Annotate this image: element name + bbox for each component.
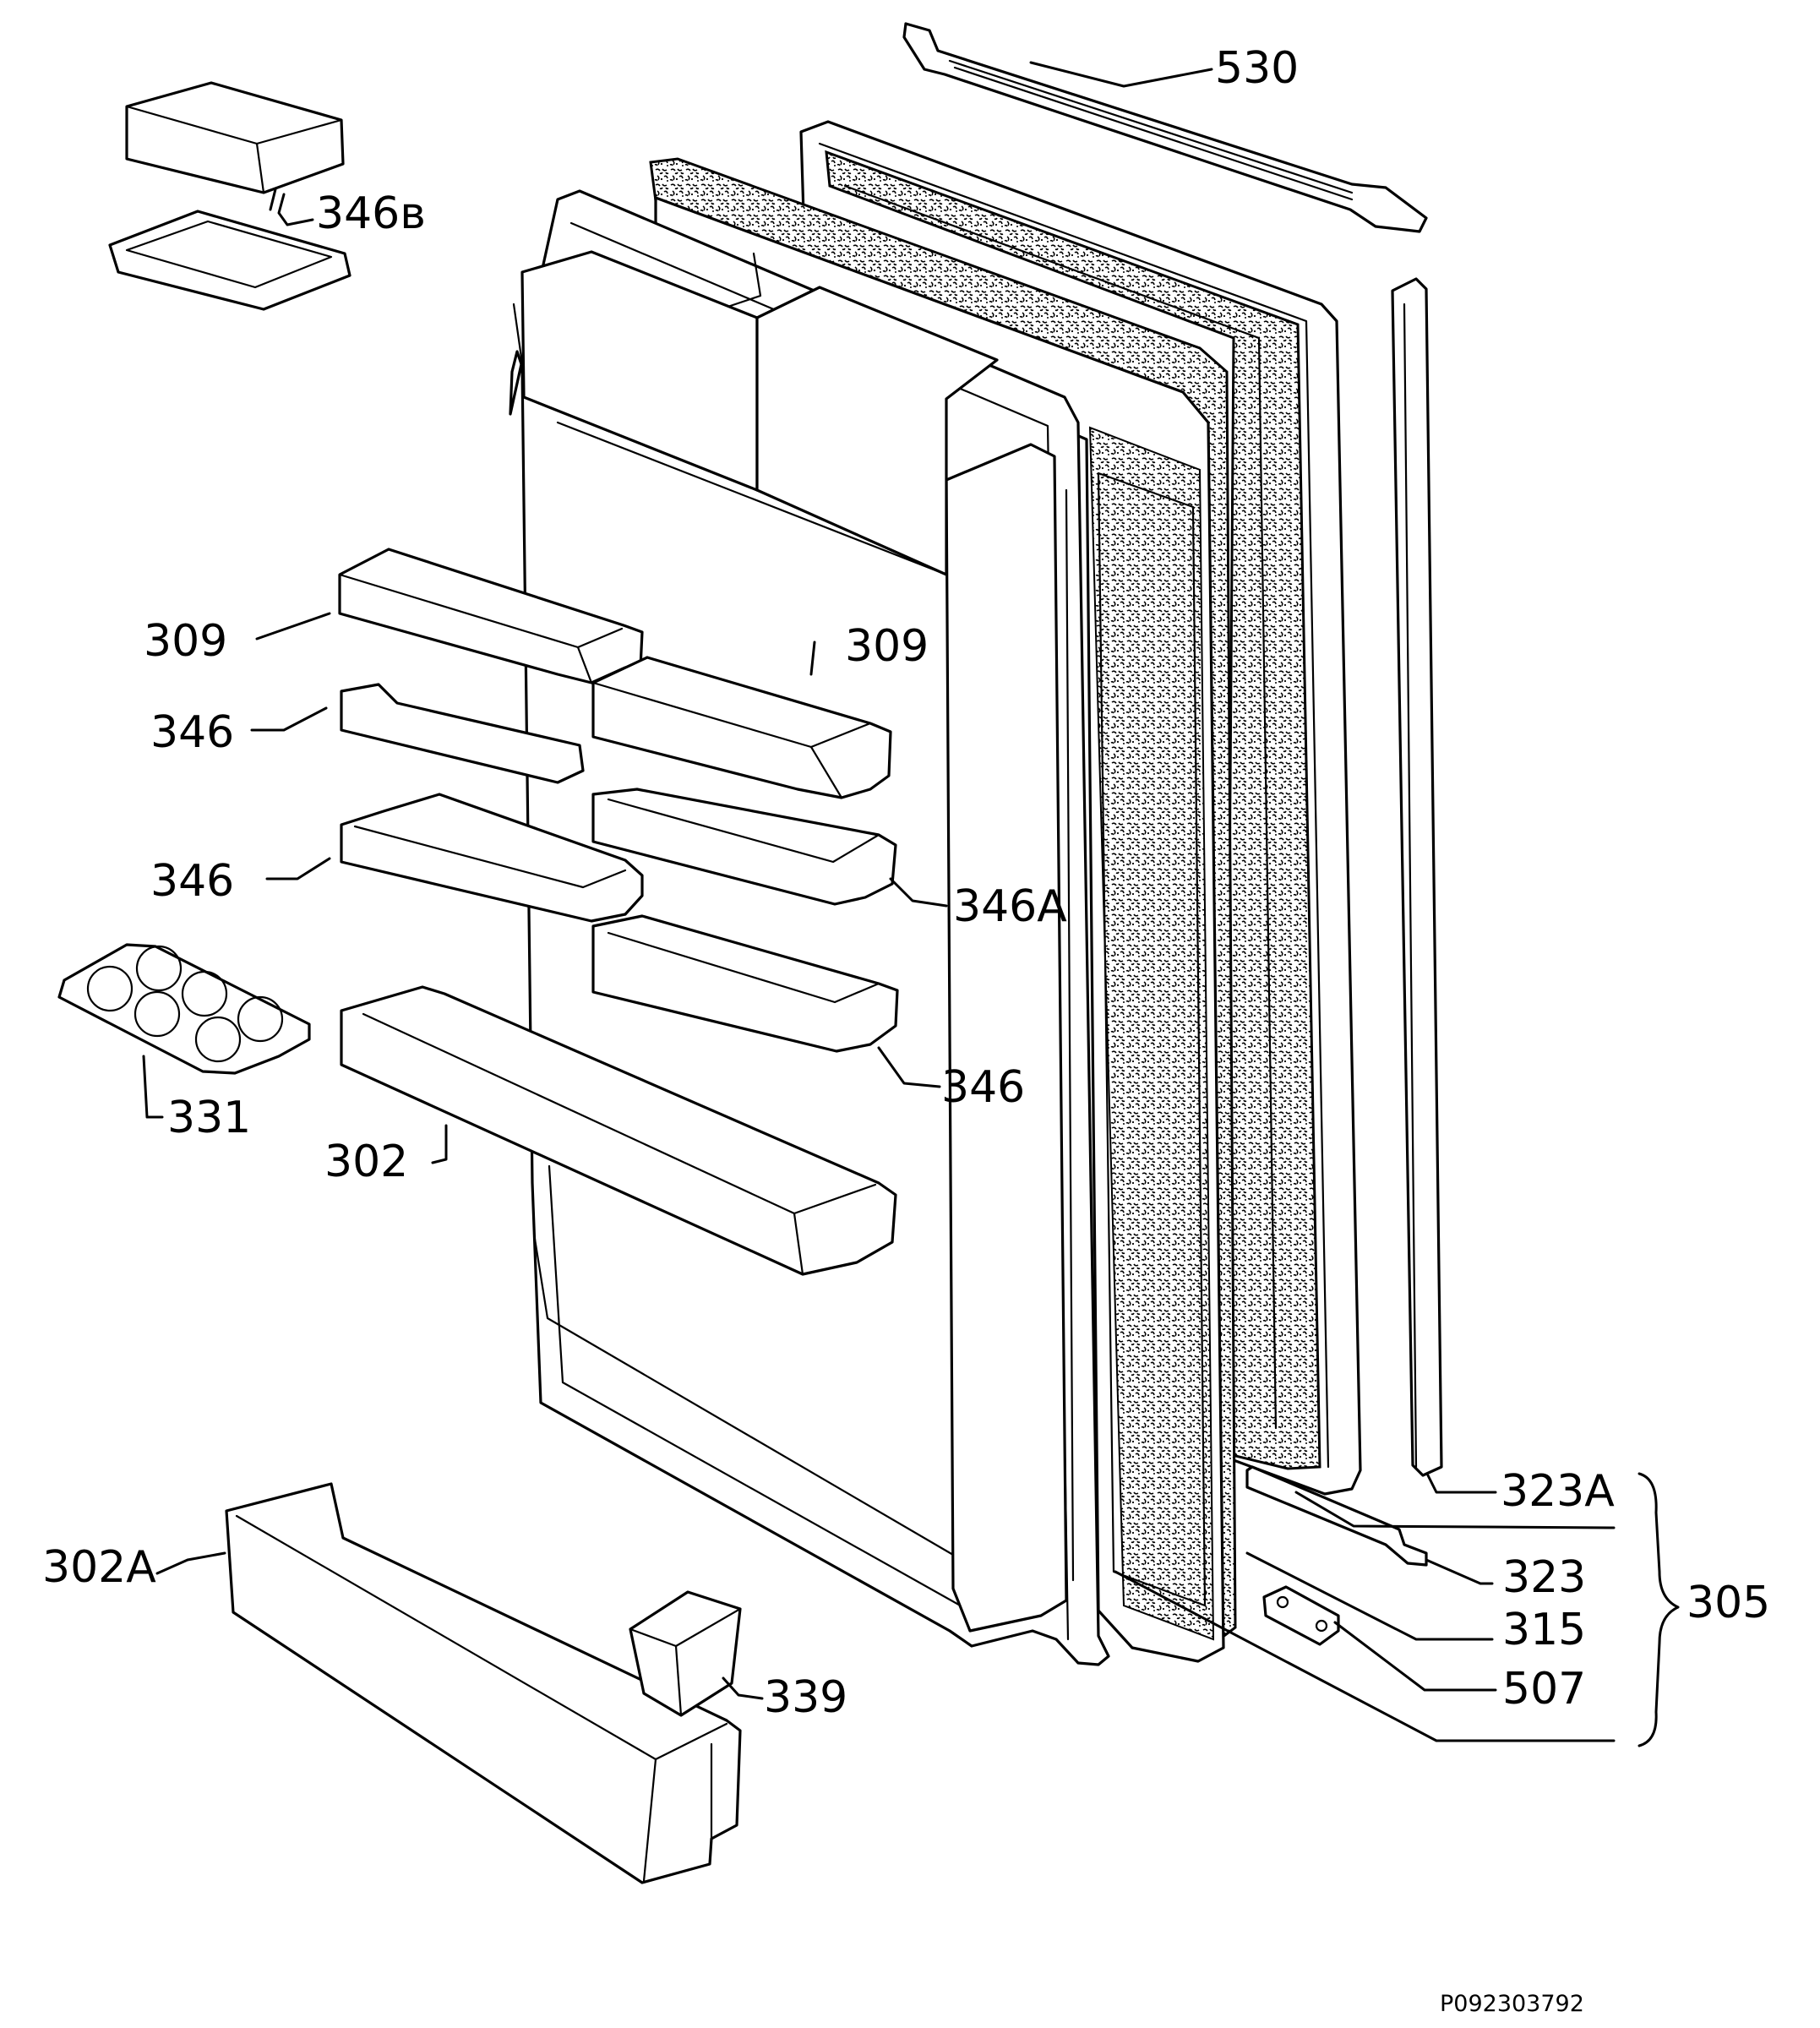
inner-door-panel [509,189,1110,1666]
callout-323: 323 [1502,1552,1586,1603]
bottle-shelf-302a [225,1482,742,1884]
callout-302a: 302A [42,1542,156,1593]
bottle-box-309-right [591,656,892,799]
callout-302: 302 [324,1137,408,1187]
callout-530: 530 [1215,43,1299,94]
top-strip-530 [902,22,1428,233]
callout-346a: 346A [953,881,1067,932]
butter-box-346b [108,81,351,311]
door-shelf-346-upper [340,683,585,784]
callout-323a: 323A [1501,1466,1615,1517]
callout-309-left: 309 [144,616,227,667]
clip-339 [629,1590,742,1717]
egg-tray-331 [57,943,311,1075]
door-shelf-346-lower [591,914,899,1053]
hinge-block-507 [1262,1585,1340,1646]
bottle-shelf-302 [340,985,897,1276]
callout-305: 305 [1686,1578,1770,1628]
callout-339: 339 [764,1672,847,1723]
door-shelf-346a [591,788,897,906]
upper-shelf [520,250,999,576]
callout-346b: 346в [316,188,426,239]
callout-315: 315 [1502,1605,1586,1655]
side-strip-323a [1391,277,1443,1477]
callout-346-upper: 346 [150,707,234,758]
callout-507: 507 [1502,1664,1586,1715]
callout-labels: 530 346в 309 309 346 346 346A 346 331 30… [42,43,1770,2017]
callout-346-middle: 346 [150,856,234,907]
reference-code: P092303792 [1440,1991,1584,2017]
callout-309-right: 309 [845,621,929,672]
callout-331: 331 [167,1093,251,1143]
door-shelf-346-middle [340,793,644,923]
callout-346-lower: 346 [941,1062,1025,1113]
leader-lines [142,61,1680,1747]
